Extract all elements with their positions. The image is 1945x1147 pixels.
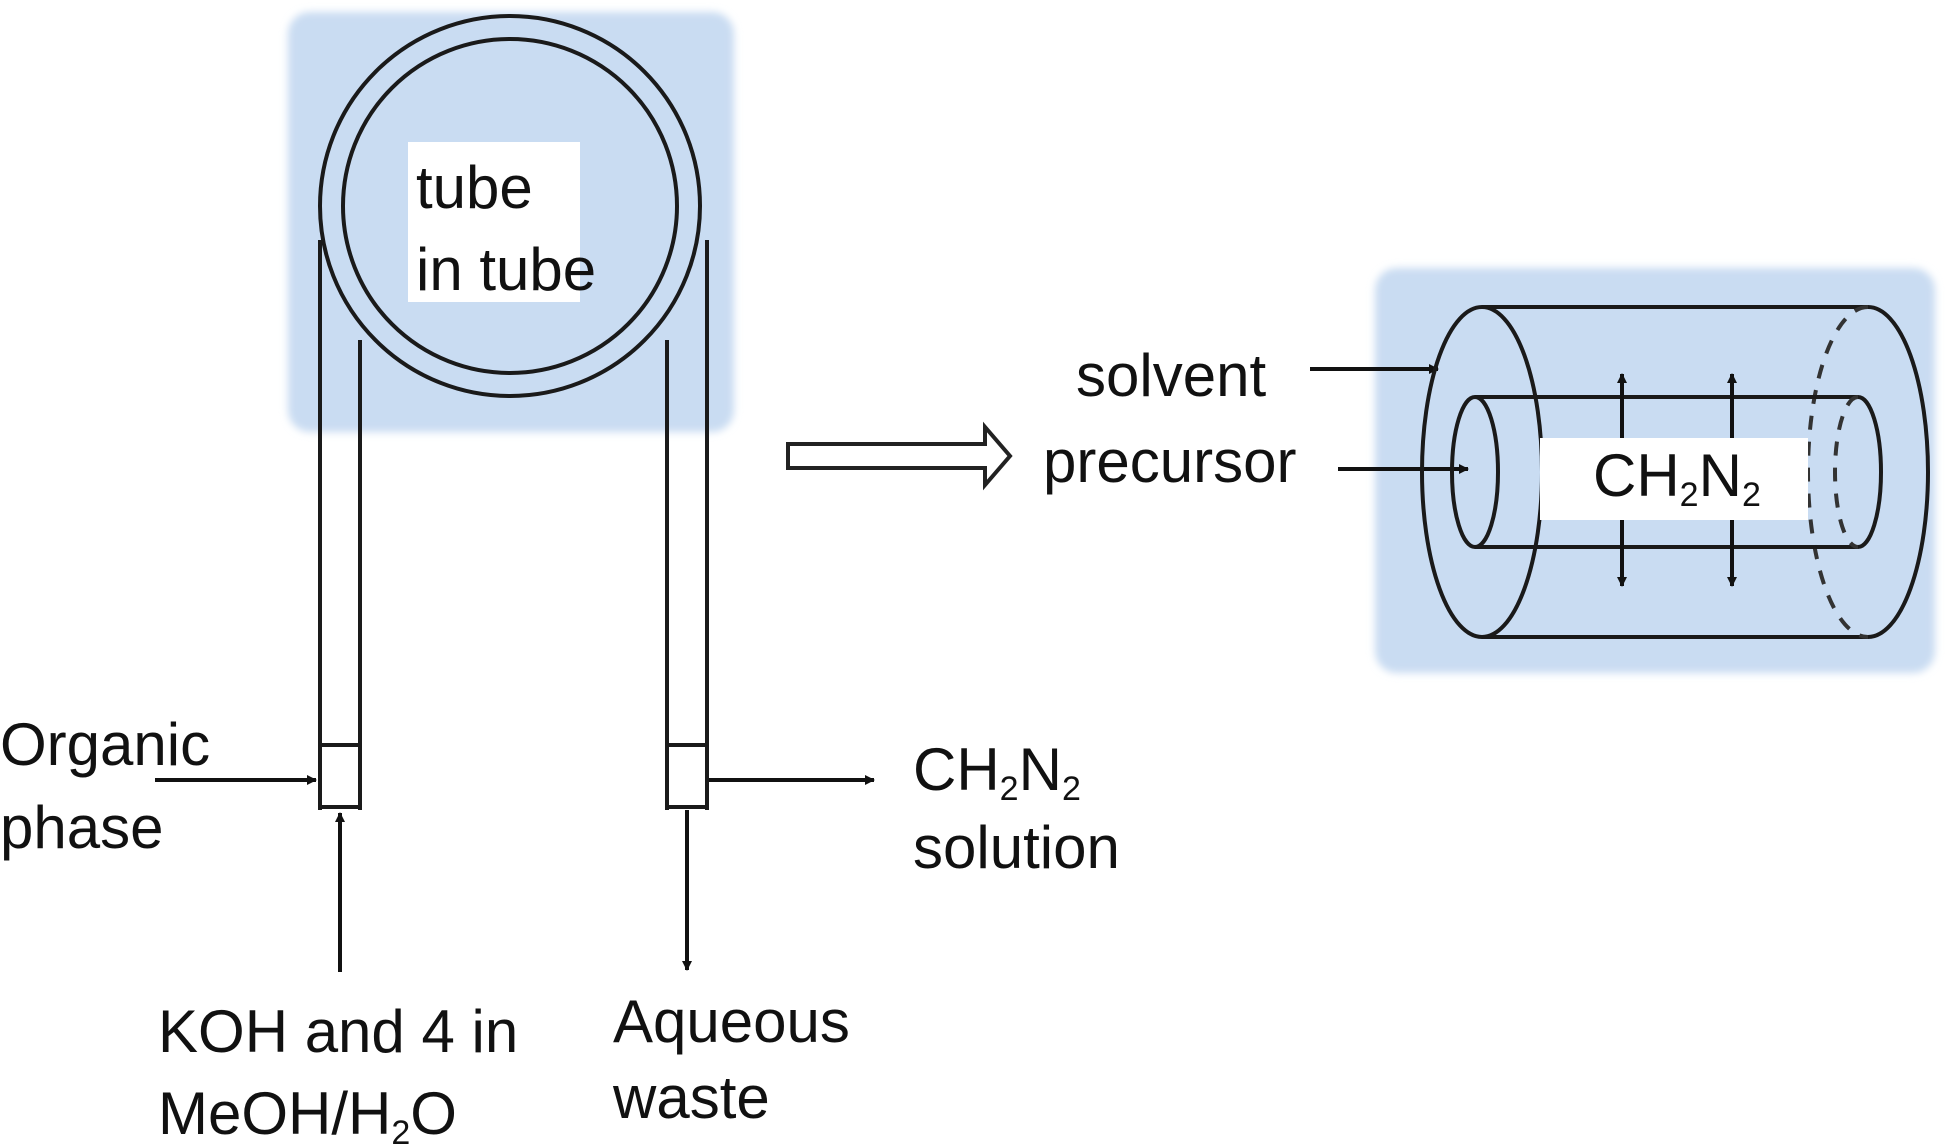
product-label-line2: solution — [913, 814, 1120, 881]
inner-tube-label: CH2N2 — [1593, 442, 1761, 514]
aqueous-waste-line2: waste — [612, 1064, 770, 1131]
organic-phase-line1: Organic — [0, 711, 210, 778]
inner-label-bg — [1540, 438, 1808, 520]
zoom-arrow — [786, 421, 1013, 491]
precursor-label: precursor — [1043, 428, 1296, 495]
cylinder-cutaway — [1420, 305, 1930, 639]
organic-phase-line2: phase — [0, 794, 163, 861]
solvent-label: solvent — [1076, 342, 1266, 409]
coil-label-line1: tube — [416, 154, 533, 221]
aqueous-waste-line1: Aqueous — [613, 988, 850, 1055]
coil-label-bg — [408, 142, 580, 302]
koh-label-line2: MeOH/H2O — [158, 1080, 457, 1147]
coil-label-line2: in tube — [416, 236, 596, 303]
koh-label-line1: KOH and 4 in — [158, 998, 518, 1065]
product-label-line1: CH2N2 — [913, 736, 1081, 808]
coil-tubes — [318, 14, 709, 810]
